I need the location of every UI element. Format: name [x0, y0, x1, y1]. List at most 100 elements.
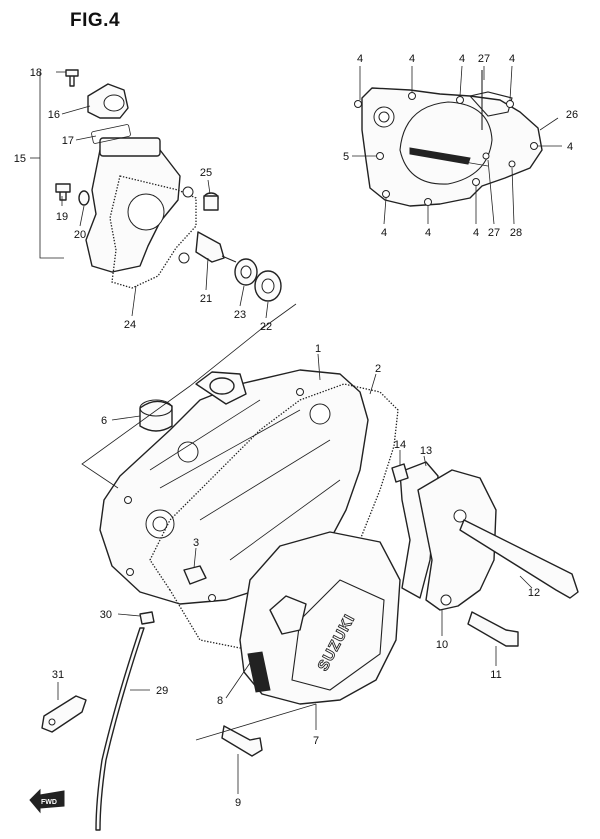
callout-27a: 27 [478, 53, 490, 65]
assembly-guide-9 [195, 703, 317, 741]
gasket-ear [182, 186, 194, 198]
callout-28: 28 [510, 227, 522, 239]
callout-24: 24 [124, 319, 136, 331]
outer-cover-shadow [247, 651, 271, 693]
cover-bolt-hole [382, 190, 390, 198]
callout-2: 2 [375, 363, 381, 375]
leader-lines [30, 65, 562, 794]
outer-cover-tab [269, 595, 307, 635]
cover-raised-rim [399, 101, 493, 185]
leader-26 [539, 117, 559, 131]
callout-12: 12 [528, 587, 540, 599]
callout-16: 16 [48, 109, 60, 121]
bearing-bore [378, 111, 390, 123]
inner-cover-assembly [354, 70, 543, 207]
callout-15: 15 [14, 153, 26, 165]
fwd-arrow-icon [29, 788, 65, 814]
leader-13 [423, 455, 427, 467]
leader-24 [131, 285, 137, 317]
seal-23-bore [240, 265, 252, 279]
callout-22: 22 [260, 321, 272, 333]
cover-bolt-hole [124, 496, 132, 504]
cover-dowel-hole [482, 152, 490, 160]
filler-bore [177, 441, 199, 463]
leader-22 [265, 301, 269, 319]
hose-guide-hole [48, 718, 56, 726]
oil-filler-cap-top [139, 399, 173, 417]
cover-bolt-hole [208, 594, 216, 602]
hose-clip-30 [139, 611, 155, 625]
pump-cover-flange [99, 137, 161, 157]
leader-2 [369, 373, 377, 395]
callout-20: 20 [74, 229, 86, 241]
cover-bolt-hole [354, 100, 362, 108]
leader-1 [317, 353, 321, 381]
breather-hose-29 [95, 627, 145, 831]
cover-bolt-hole [424, 198, 432, 206]
callout-1: 1 [315, 343, 321, 355]
cover-bolt-hole [472, 178, 480, 186]
filler-neck [209, 377, 235, 395]
callout-26: 26 [566, 109, 578, 121]
bearing-22-bore [261, 278, 275, 294]
assembly-guide-22 [81, 303, 297, 489]
callout-4b: 4 [409, 53, 415, 65]
screw-9 [221, 725, 263, 757]
cover-dowel-hole [508, 160, 516, 168]
callout-7: 7 [313, 735, 319, 747]
bolt-19 [55, 183, 71, 201]
callout-5: 5 [343, 151, 349, 163]
cover-bolt-hole [408, 92, 416, 100]
impeller-bore [127, 193, 165, 231]
callout-3: 3 [193, 537, 199, 549]
callout-23: 23 [234, 309, 246, 321]
callout-4g: 4 [425, 227, 431, 239]
cover-bearing-inner [152, 516, 168, 532]
bracket-15 [39, 72, 64, 259]
leader-8 [225, 659, 253, 699]
callout-4c: 4 [459, 53, 465, 65]
dowel-3 [183, 565, 207, 585]
callout-29: 29 [156, 685, 168, 697]
leader-23 [239, 285, 245, 307]
leader-3 [193, 547, 197, 569]
callout-6: 6 [101, 415, 107, 427]
spacer-14 [391, 463, 409, 483]
callout-21: 21 [200, 293, 212, 305]
cover-bolt-hole [506, 100, 514, 108]
outer-clutch-cover: SUZUKI [239, 531, 401, 705]
hose-guide-31 [41, 695, 87, 733]
cover-bolt-hole [126, 568, 134, 576]
leader-4c [459, 65, 463, 97]
callout-31: 31 [52, 669, 64, 681]
water-pump-assembly [55, 69, 282, 302]
washer-20 [78, 190, 90, 206]
leader-27b [487, 159, 495, 225]
cover-bolt-hole [530, 142, 538, 150]
callout-11: 11 [490, 669, 501, 681]
callout-4f: 4 [381, 227, 387, 239]
impeller-shaft-pin [221, 255, 237, 263]
leader-12 [519, 575, 533, 589]
callout-4a: 4 [357, 53, 363, 65]
clutch-cover-gasket-2 [149, 383, 399, 649]
sprocket-guard-group [391, 461, 579, 647]
leader-28 [511, 167, 515, 225]
callout-14: 14 [394, 439, 406, 451]
leader-21 [205, 257, 209, 291]
leader-4d [509, 65, 513, 101]
bushing-25-body [203, 195, 219, 211]
cover-bolt-hole [456, 96, 464, 104]
leader-17 [75, 135, 97, 141]
outlet-mouth [103, 94, 125, 112]
impeller-shaft-21 [195, 231, 225, 263]
lower-small-parts [41, 611, 263, 831]
callout-13: 13 [420, 445, 432, 457]
leader-16 [61, 105, 91, 115]
sprocket-guard-10 [417, 469, 497, 611]
callout-27b: 27 [488, 227, 500, 239]
cover-boss-ring [309, 403, 331, 425]
screw-18 [65, 69, 79, 87]
leader-25 [207, 179, 211, 195]
